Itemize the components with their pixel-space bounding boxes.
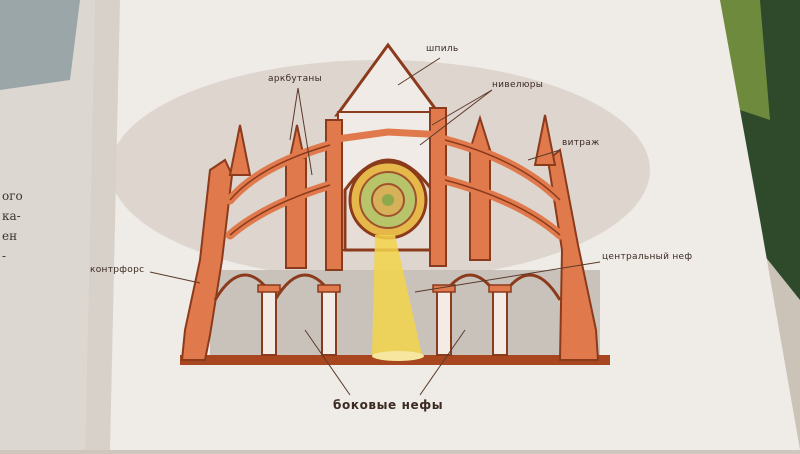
left-text-line: ого xyxy=(2,189,23,203)
label-pinnacles: нивелюры xyxy=(492,80,544,90)
page-gutter-shadow xyxy=(85,0,120,450)
label-stained-glass: витраж xyxy=(562,138,600,148)
left-text-line: - xyxy=(2,249,7,263)
rose-window xyxy=(348,160,428,240)
leader-lines xyxy=(149,57,601,396)
light-spot xyxy=(372,351,424,361)
columns xyxy=(261,289,508,356)
left-page xyxy=(0,0,110,450)
left-text-line: ен xyxy=(2,229,18,243)
roof-beam xyxy=(329,128,446,144)
flying-buttress-outlines xyxy=(229,139,561,236)
label-central-nave: центральный неф xyxy=(602,252,693,262)
buttresses xyxy=(180,107,600,361)
label-buttress: контрфорс xyxy=(90,265,145,275)
left-text-line: ка- xyxy=(2,209,21,223)
label-spire: шпиль xyxy=(426,44,459,54)
column-capitals xyxy=(257,284,512,293)
left-page-picture xyxy=(0,0,80,90)
light-beam xyxy=(372,235,422,355)
label-flying-buttresses: аркбутаны xyxy=(268,74,322,84)
label-side-aisles: боковые нефы xyxy=(333,398,444,412)
left-page-text: ого ка- ен - xyxy=(2,186,23,266)
